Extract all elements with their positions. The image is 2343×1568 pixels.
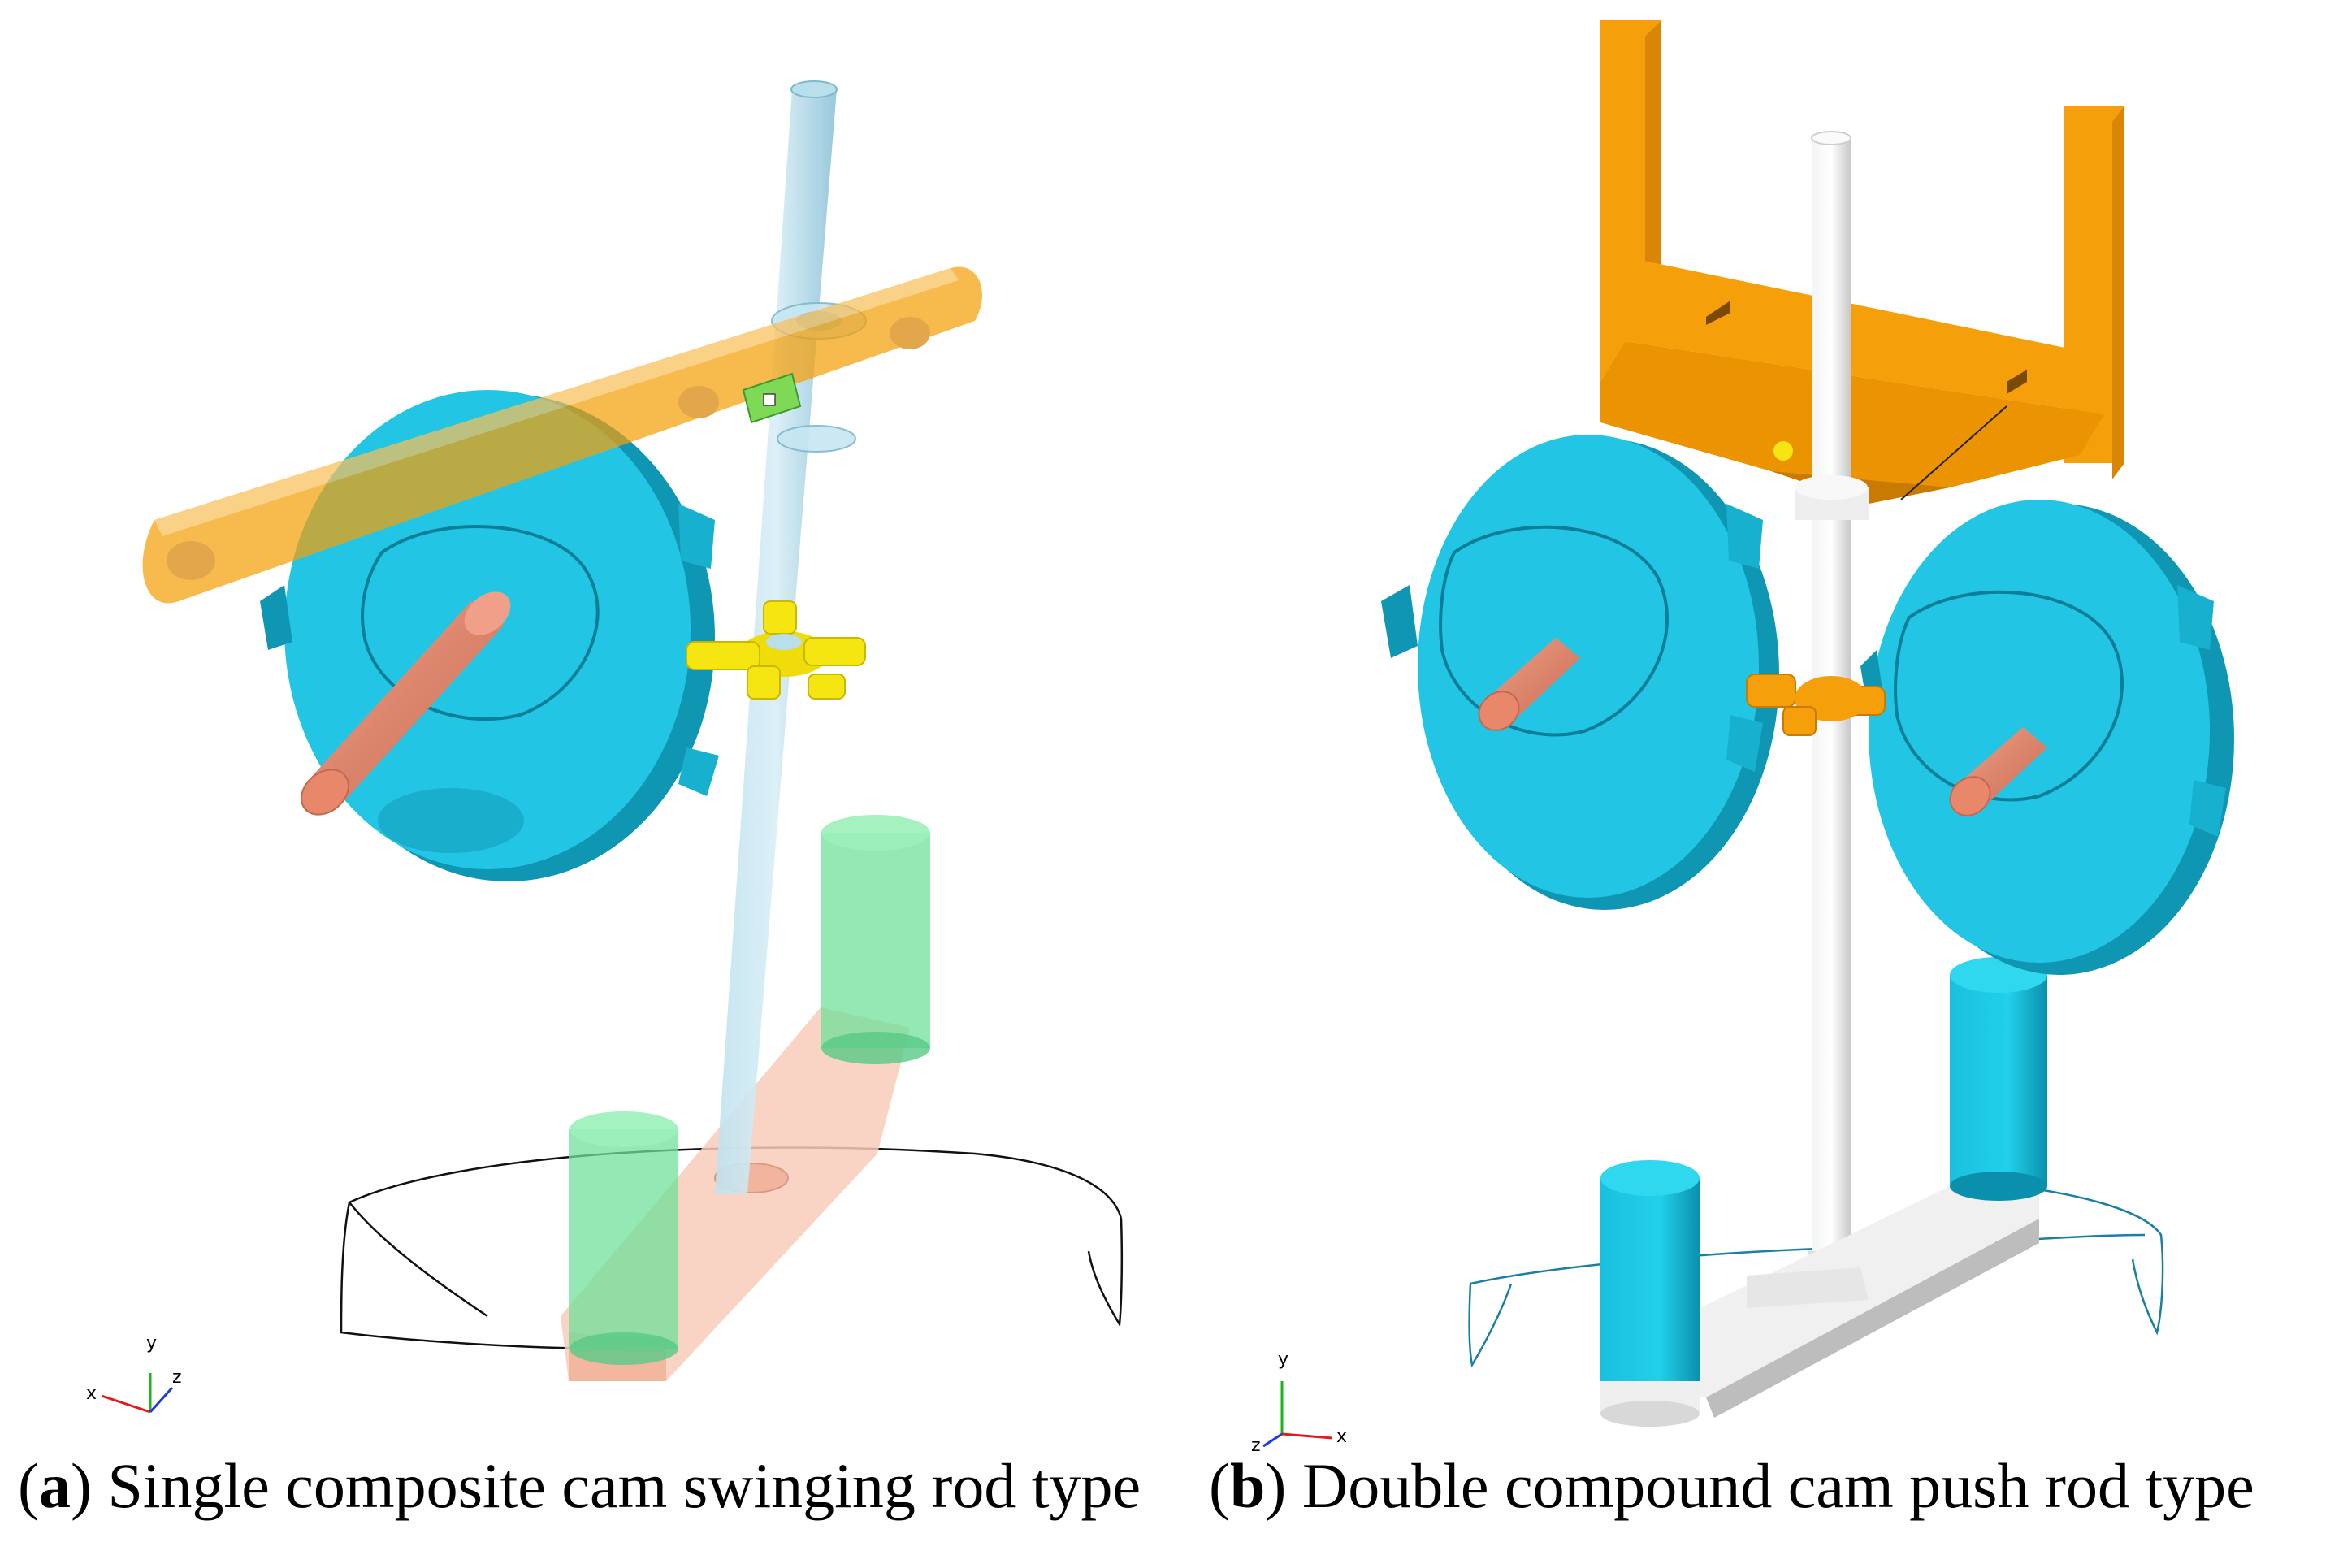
axis-triad-b: y x z bbox=[1251, 1349, 1347, 1456]
cyan-cylinder-b-right bbox=[1950, 957, 2047, 1201]
swinging-arm-a bbox=[142, 266, 982, 604]
cam-shaft-a bbox=[301, 591, 511, 816]
panel-b: y x z bbox=[1251, 20, 2234, 1456]
caption-text-b: Double compound cam push rod type bbox=[1286, 1450, 2254, 1521]
caption-panel-b: (b) Double compound cam push rod type bbox=[1209, 1450, 2254, 1521]
top-frame-b bbox=[1600, 20, 2124, 504]
caption-letter-a: a bbox=[38, 1450, 71, 1521]
panel-a: y x z bbox=[86, 80, 1124, 1414]
caption-panel-a: (a) Single composite cam swinging rod ty… bbox=[18, 1450, 1141, 1521]
caption-text-a: Single composite cam swinging rod type bbox=[91, 1450, 1141, 1521]
cyan-cylinder-b-left bbox=[1600, 1160, 1700, 1427]
cam-shaft-b-right bbox=[1949, 727, 2047, 816]
axis-label-x-b: x bbox=[1336, 1427, 1347, 1447]
axis-label-y-a: y bbox=[146, 1333, 157, 1354]
axis-label-z-b: z bbox=[1251, 1436, 1261, 1456]
green-cylinder-a-right bbox=[821, 815, 930, 1064]
orange-joint-b bbox=[1746, 674, 1886, 736]
compound-cam-b-left bbox=[1381, 435, 1779, 910]
yellow-joint-a bbox=[686, 600, 866, 700]
green-cylinder-a-left bbox=[569, 1111, 678, 1365]
axis-label-z-a: z bbox=[172, 1367, 182, 1388]
caption-letter-b: b bbox=[1229, 1450, 1266, 1521]
base-link-b bbox=[1617, 1186, 2039, 1418]
axis-label-x-a: x bbox=[86, 1384, 97, 1404]
compound-cam-b-right bbox=[1860, 500, 2234, 975]
slider-block-a bbox=[742, 372, 802, 424]
axis-label-y-b: y bbox=[1278, 1349, 1288, 1370]
cam-shaft-b-left bbox=[1478, 638, 1580, 731]
axis-triad-a: y x z bbox=[86, 1333, 182, 1414]
